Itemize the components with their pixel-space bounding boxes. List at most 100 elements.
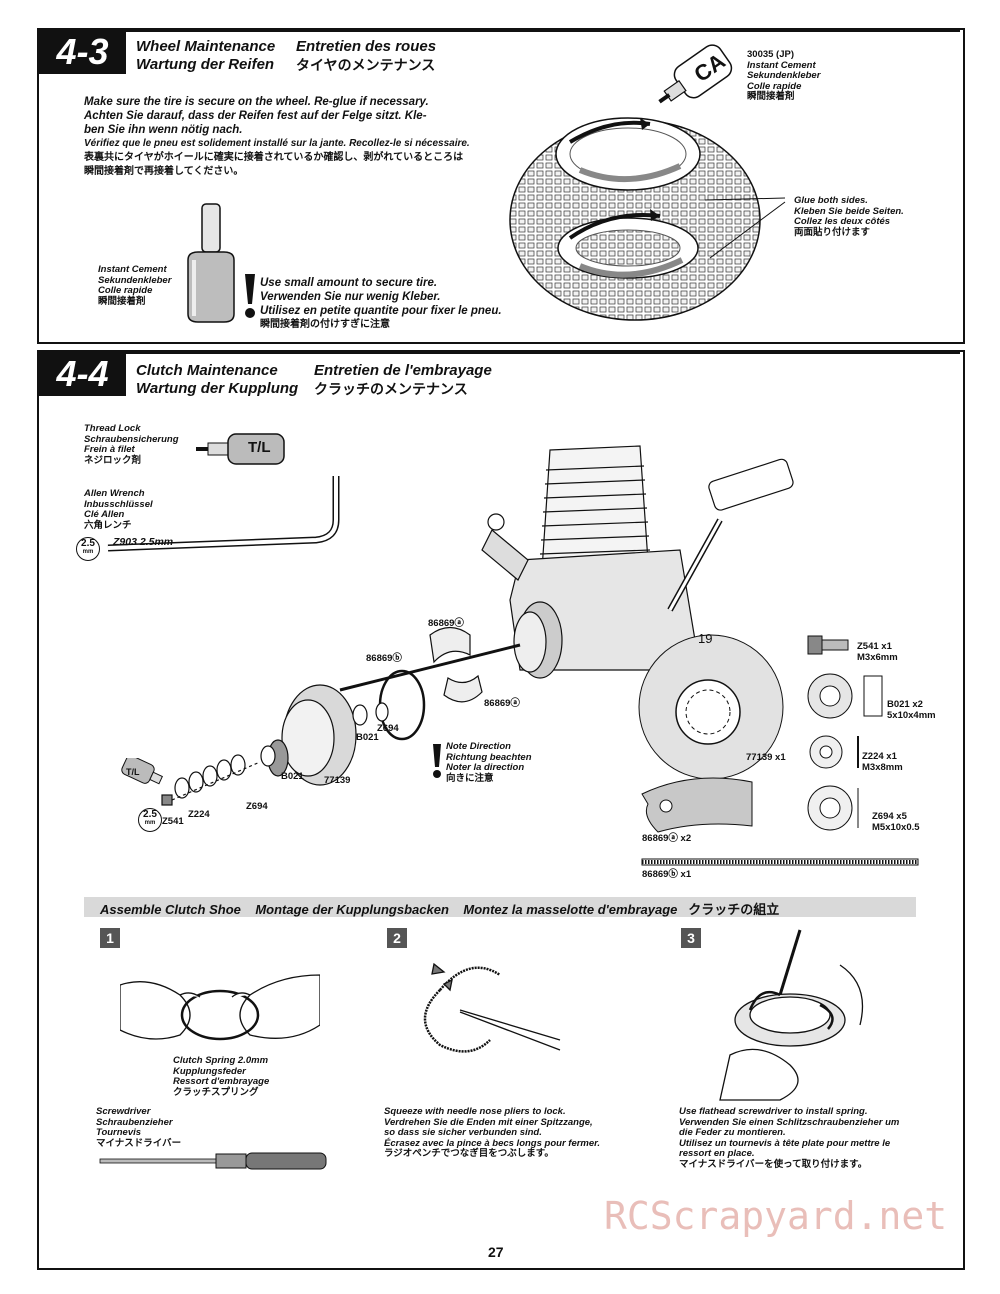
label-z694-a: Z694 bbox=[377, 723, 399, 734]
glue-de: Kleben Sie beide Seiten. bbox=[794, 205, 904, 217]
step-1-badge: 1 bbox=[100, 928, 120, 948]
screw-size-badge: 2.5 mm bbox=[138, 808, 162, 832]
label-z694-b: Z694 bbox=[246, 801, 268, 812]
section-4-4-title-fr: Entretien de l'embrayage bbox=[314, 362, 492, 379]
shim-z694-icon bbox=[807, 785, 859, 831]
step-1-spring-label: Clutch Spring 2.0mm Kupplungsfeder Resso… bbox=[173, 1055, 270, 1098]
assemble-heading: Assemble Clutch Shoe Montage der Kupplun… bbox=[100, 899, 779, 918]
tl-de: Schraubensicherung bbox=[84, 433, 179, 445]
ca-en: Instant Cement bbox=[747, 59, 816, 71]
assemble-de: Montage der Kupplungsbacken bbox=[255, 902, 449, 917]
glue-jp: 両面貼り付けます bbox=[794, 226, 871, 238]
part-77139: 77139 x1 bbox=[746, 752, 786, 763]
step-3-install-illustration bbox=[719, 929, 864, 1101]
washer-z224-icon bbox=[809, 735, 859, 769]
section-4-3-title-de: Wartung der Reifen bbox=[136, 56, 275, 73]
tl-fr: Frein à filet bbox=[84, 444, 135, 455]
assemble-jp: クラッチの組立 bbox=[688, 902, 780, 917]
ca-label: 30035 (JP) Instant Cement Sekundenkleber… bbox=[747, 49, 821, 103]
spring-fr: Ressort d'embrayage bbox=[173, 1076, 270, 1087]
label-77139: 77139 bbox=[324, 775, 351, 786]
warning-exclamation-icon bbox=[245, 274, 255, 318]
screwdriver-icon bbox=[99, 1152, 327, 1170]
wrench-size-unit: mm bbox=[82, 549, 94, 555]
step-3-en: Use flathead screwdriver to install spri… bbox=[679, 1106, 868, 1117]
warn-de: Verwenden Sie nur wenig Kleber. bbox=[260, 291, 441, 303]
wrench-size-value: 2.5 bbox=[81, 538, 95, 549]
part-z541-qty: Z541 x1 bbox=[857, 641, 892, 652]
allen-wrench-icon bbox=[107, 476, 340, 552]
section-4-3-title-en: Wheel Maintenance bbox=[136, 38, 276, 55]
section-4-3-instructions: Make sure the tire is secure on the whee… bbox=[84, 95, 484, 179]
thread-lock-small-tag: T/L bbox=[126, 767, 140, 777]
glue-fr: Collez les deux côtés bbox=[794, 216, 891, 227]
part-b021: B021 x2 5x10x4mm bbox=[887, 699, 936, 721]
tool-jp: マイナスドライバー bbox=[96, 1137, 182, 1149]
thread-lock-bottle-icon bbox=[196, 433, 285, 465]
wrench-part: Z903 2.5mm bbox=[113, 536, 174, 548]
step-2-jp: ラジオペンチでつなぎ目をつぶします。 bbox=[384, 1148, 554, 1159]
step-3-text: Use flathead screwdriver to install spri… bbox=[679, 1106, 900, 1170]
ca-jp: 瞬間接着剤 bbox=[747, 91, 795, 102]
engine-clutch-exploded-view bbox=[161, 445, 794, 806]
part-b021-qty: B021 x2 bbox=[887, 699, 923, 710]
note-fr: Noter la direction bbox=[446, 762, 525, 773]
section-4-3-title-fr: Entretien des roues bbox=[296, 38, 437, 55]
wrench-jp: 六角レンチ bbox=[84, 519, 132, 531]
inst-jp-2: 瞬間接着剤で再接着してください。 bbox=[84, 166, 244, 177]
step-1-tool-label: Screwdriver Schraubenzieher Tournevis マイ… bbox=[96, 1106, 182, 1149]
ca-bottle-icon bbox=[658, 44, 733, 104]
tool-en: Screwdriver bbox=[96, 1106, 151, 1117]
label-86869a-lower: 86869ⓐ bbox=[484, 698, 520, 709]
assemble-heading-bar bbox=[84, 897, 916, 917]
part-86869b: 86869ⓑ x1 bbox=[642, 869, 692, 880]
step-2-en: Squeeze with needle nose pliers to lock. bbox=[384, 1106, 566, 1117]
step-1-hands-spring-illustration bbox=[120, 974, 320, 1041]
inst-de-2: ben Sie ihn wenn nötig nach. bbox=[84, 124, 243, 136]
spring-de: Kupplungsfeder bbox=[173, 1065, 246, 1077]
section-4-4-title-jp: クラッチのメンテナンス bbox=[314, 381, 468, 397]
section-4-4-frame bbox=[37, 350, 965, 1270]
glue-label: Glue both sides. Kleben Sie beide Seiten… bbox=[794, 195, 904, 238]
part-b021-size: 5x10x4mm bbox=[887, 709, 936, 721]
note-jp: 向きに注意 bbox=[446, 772, 494, 784]
clutch-spring-icon bbox=[641, 858, 919, 866]
gear-teeth-count: 19 bbox=[698, 631, 713, 646]
tire-illustration bbox=[509, 117, 786, 321]
label-b021-b: B021 bbox=[281, 771, 304, 782]
step-3-de-1: Verwenden Sie einen Schlitzschraubenzieh… bbox=[679, 1116, 900, 1128]
ca-de: Sekundenkleber bbox=[747, 70, 821, 81]
screw-size-unit: mm bbox=[144, 820, 156, 826]
inst-fr: Vérifiez que le pneu est solidement inst… bbox=[84, 138, 470, 149]
step-2-fr: Écrasez avec la pince à becs longs pour … bbox=[384, 1137, 600, 1149]
warning-text: Use small amount to secure tire. Verwend… bbox=[260, 276, 502, 332]
note-direction: Note Direction Richtung beachten Noter l… bbox=[446, 741, 532, 784]
thread-lock-small-icon bbox=[121, 758, 163, 785]
step-3-fr-1: Utilisez un tournevis à tête plate pour … bbox=[679, 1137, 891, 1149]
label-86869a-top: 86869ⓐ bbox=[428, 618, 464, 629]
thread-lock-tag: T/L bbox=[248, 439, 271, 456]
part-86869a: 86869ⓐ x2 bbox=[642, 833, 692, 844]
part-z541: Z541 x1 M3x6mm bbox=[857, 641, 898, 663]
section-4-4-number: 4-4 bbox=[39, 352, 126, 396]
spring-en: Clutch Spring 2.0mm bbox=[173, 1055, 269, 1066]
wrench-en: Allen Wrench bbox=[84, 488, 145, 499]
step-2-de-1: Verdrehen Sie die Enden mit einer Spitzz… bbox=[384, 1116, 593, 1128]
page-number: 27 bbox=[488, 1244, 504, 1260]
bottle-fr: Colle rapide bbox=[98, 285, 153, 296]
wrench-size-badge: 2.5 mm bbox=[76, 537, 100, 561]
note-de: Richtung beachten bbox=[446, 751, 532, 763]
part-z694-qty: Z694 x5 bbox=[872, 811, 907, 822]
warn-fr: Utilisez en petite quantite pour fixer l… bbox=[260, 305, 502, 317]
tl-jp: ネジロック剤 bbox=[84, 454, 142, 466]
inst-de-1: Achten Sie darauf, dass der Reifen fest … bbox=[84, 110, 427, 122]
wrench-fr: Clé Allen bbox=[84, 509, 125, 520]
tl-en: Thread Lock bbox=[84, 423, 141, 434]
spring-jp: クラッチスプリング bbox=[173, 1086, 259, 1098]
bearing-b021-icon bbox=[807, 673, 883, 719]
glue-en: Glue both sides. bbox=[794, 195, 868, 206]
label-86869b: 86869ⓑ bbox=[366, 653, 402, 664]
tool-fr: Tournevis bbox=[96, 1127, 142, 1138]
instant-cement-bottle-icon bbox=[187, 203, 235, 323]
assemble-en: Assemble Clutch Shoe bbox=[100, 902, 241, 917]
